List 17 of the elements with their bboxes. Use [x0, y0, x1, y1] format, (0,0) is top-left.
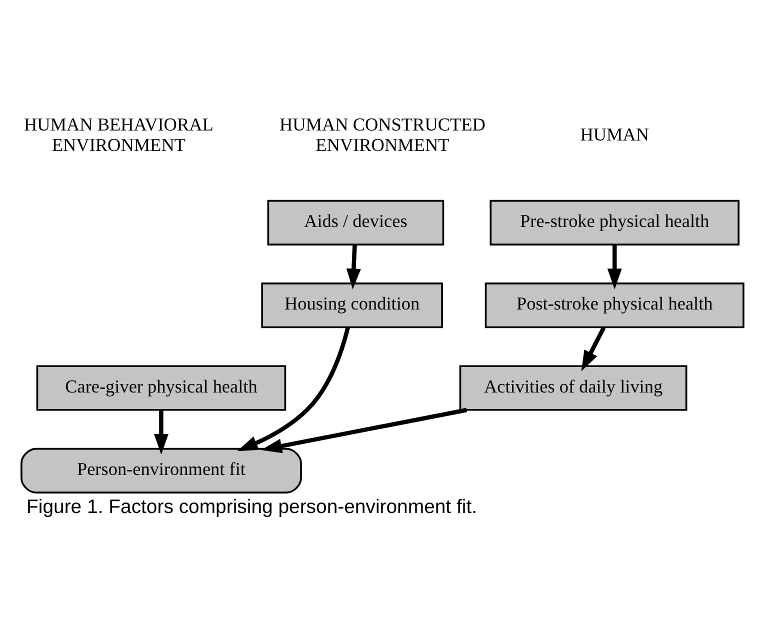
caption: Figure 1. Factors comprising person-environment fit.: [26, 496, 478, 518]
arrow: [237, 326, 350, 452]
node-box: Post-stroke physical health: [484, 282, 744, 328]
arrow: [607, 244, 622, 290]
node-box: Pre-stroke physical health: [490, 200, 740, 246]
node-box: Housing condition: [261, 282, 443, 328]
node-box: Person-environment fit: [20, 448, 302, 494]
node-box: Care-giver physical health: [36, 365, 286, 411]
label: HUMAN BEHAVIORAL ENVIRONMENT: [24, 114, 214, 155]
arrow: [346, 244, 361, 290]
node-box: Aids / devices: [267, 200, 444, 246]
arrow: [261, 408, 468, 454]
arrow: [581, 326, 606, 372]
label: HUMAN CONSTRUCTED ENVIRONMENT: [279, 114, 486, 155]
arrow: [154, 410, 168, 455]
node-box: Activities of daily living: [459, 365, 688, 411]
label: HUMAN: [580, 124, 650, 145]
